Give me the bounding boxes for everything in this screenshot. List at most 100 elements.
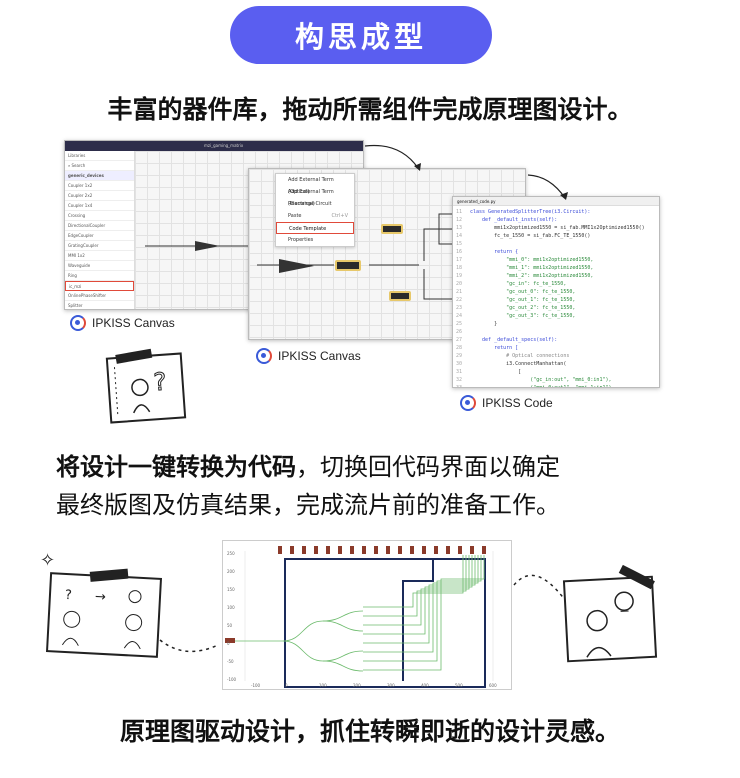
grating-coupler: [314, 546, 318, 554]
y-tick-label: 250: [227, 551, 235, 556]
grating-coupler: [446, 546, 450, 554]
sidebar-header: Libraries: [65, 151, 134, 161]
sidebar-item[interactable]: GratingCoupler: [65, 241, 134, 251]
canvas-2-taper[interactable]: [279, 259, 314, 273]
question-to-idea-icon: ? →: [61, 588, 143, 650]
canvas-1-sidebar: Libraries ⌕ Search generic_devices Coupl…: [65, 151, 135, 309]
code-tab[interactable]: generated_code.py: [453, 197, 659, 206]
waveguide: [322, 650, 364, 662]
person-lightbulb-icon: [586, 591, 634, 658]
ipkiss-logo-icon: [70, 315, 86, 331]
grating-coupler: [386, 546, 390, 554]
menu-item-code-template[interactable]: Code Template: [276, 222, 354, 234]
search-icon: ⌕ Search: [68, 163, 86, 168]
canvas-1-title: mzi_gaming_matrix: [204, 143, 244, 148]
canvas-2-wires: [257, 213, 479, 300]
y-tick-label: -50: [227, 659, 234, 664]
code-line: 20 "gc_in": fc_te_1550,: [456, 281, 567, 287]
grating-coupler: [482, 546, 486, 554]
body-bold: 将设计一键转换为代码: [56, 453, 296, 481]
sidebar-item[interactable]: Coupler 1x2: [65, 181, 134, 191]
code-line: 24 "gc_out_3": fc_te_1550,: [456, 313, 576, 319]
sidebar-item[interactable]: Ring: [65, 271, 134, 281]
canvas-2-caption: IPKISS Canvas: [256, 348, 361, 364]
sidebar-item[interactable]: EdgeCoupler: [65, 231, 134, 241]
grating-coupler: [470, 546, 474, 554]
sidebar-item[interactable]: MMI 1x2: [65, 251, 134, 261]
y-tick-label: 0: [227, 641, 230, 646]
canvas-1-caption: IPKISS Canvas: [70, 315, 175, 331]
context-menu: Add External Term (Optical) Add External…: [275, 173, 355, 247]
waveguide: [363, 555, 473, 635]
grating-coupler-row: [278, 546, 486, 554]
x-tick-label: 600: [489, 683, 497, 688]
grating-coupler: [422, 546, 426, 554]
waveguide: [322, 660, 364, 672]
x-tick-label: -100: [251, 683, 261, 688]
code-line: 28 return [: [456, 345, 519, 351]
sidebar-item[interactable]: OnlinePhaseShifter: [65, 291, 134, 301]
y-tick-label: 50: [227, 623, 233, 628]
sidebar-item[interactable]: DirectionalCoupler: [65, 221, 134, 231]
svg-text:?: ?: [153, 368, 168, 397]
svg-text:?: ?: [65, 588, 73, 603]
code-line: 26: [456, 329, 463, 335]
splitter-shape[interactable]: [195, 241, 220, 251]
body-line-2: 最终版图及仿真结果，完成流片前的准备工作。: [56, 491, 560, 519]
sidebar-item[interactable]: Waveguide: [65, 261, 134, 271]
sidebar-group[interactable]: generic_devices: [65, 171, 134, 181]
y-tick-label: -100: [227, 677, 237, 682]
sidebar-item[interactable]: Splitter: [65, 301, 134, 309]
y-tick-label: 150: [227, 587, 235, 592]
code-line: 15: [456, 241, 463, 247]
svg-text:→: →: [95, 590, 107, 606]
sidebar-search[interactable]: ⌕ Search: [65, 161, 134, 171]
waveguide: [322, 620, 364, 632]
code-line: 23 "gc_out_2": fc_te_1550,: [456, 305, 576, 311]
grating-coupler: [302, 546, 306, 554]
sidebar-item[interactable]: Coupler 2x2: [65, 191, 134, 201]
canvas-2-node-b[interactable]: [381, 224, 403, 234]
waveguide: [363, 555, 476, 644]
code-caption: IPKISS Code: [460, 395, 553, 411]
sidebar-item[interactable]: Coupler 1x4: [65, 201, 134, 211]
canvas-2-node-c[interactable]: [389, 291, 411, 301]
grating-coupler: [434, 546, 438, 554]
code-line: 13 mmi1x2optimized1550 = si_fab.MMI1x2Op…: [456, 225, 645, 231]
x-tick-label: 100: [319, 683, 327, 688]
menu-item-properties[interactable]: Properties: [288, 237, 314, 243]
grating-coupler: [350, 546, 354, 554]
grating-coupler: [326, 546, 330, 554]
body-text: 将设计一键转换为代码，切换回代码界面以确定 最终版图及仿真结果，完成流片前的准备…: [56, 448, 560, 524]
x-tick-label: 0: [285, 683, 288, 688]
splitter-tree-waveguides: [235, 555, 485, 672]
y-tick-label: 100: [227, 605, 235, 610]
grating-coupler: [290, 546, 294, 554]
waveguide: [282, 620, 324, 642]
code-line: 30 i3.ConnectManhattan(: [456, 361, 567, 367]
y-tick-label: 200: [227, 569, 235, 574]
menu-item-2[interactable]: Rearrange Circuit: [288, 201, 332, 207]
canvas-2-node-a[interactable]: [335, 260, 361, 271]
grating-coupler: [338, 546, 342, 554]
waveguide: [322, 610, 364, 622]
body-rest: ，切换回代码界面以确定: [296, 453, 560, 481]
waveguide: [363, 555, 470, 626]
sketch-idea-flow: ? →: [45, 568, 163, 658]
code-line: 25 }: [456, 321, 498, 327]
sidebar-item[interactable]: ic_mzi: [65, 281, 134, 291]
ipkiss-logo-icon: [460, 395, 476, 411]
grating-coupler: [410, 546, 414, 554]
code-line: 12 def _default_insts(self):: [456, 217, 558, 223]
ipkiss-logo-icon: [256, 348, 272, 364]
code-line: 33 ("mmi_0:out1", "mmi_1:in1"),: [456, 385, 615, 388]
sidebar-item[interactable]: Crossing: [65, 211, 134, 221]
